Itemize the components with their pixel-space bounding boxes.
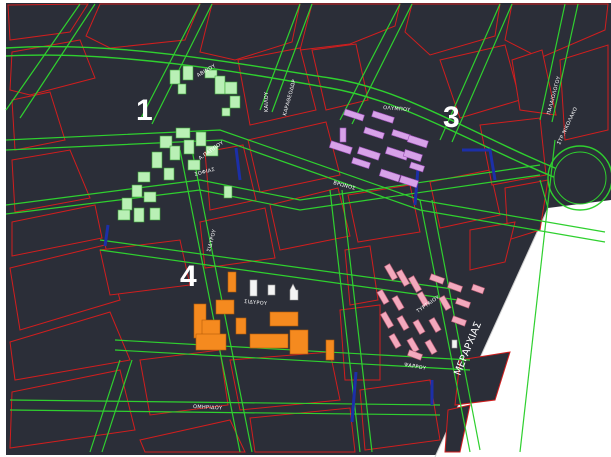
street-label-sidirou: ΣΙΔΥΡΟΥ [206, 228, 218, 253]
street-labels: ΑΒΙΝΟΥ ΚΑΙΛΟΥ ΚΑΡΑΘΕΟΔΩΡ Α.ΠΑΠΠΟΥ ΣΟΦΙΑΣ… [193, 63, 579, 412]
street-label-sidyrou: ΣΙΔΥΡΟΥ [244, 299, 268, 307]
street-label-top-b: ΚΑΙΛΟΥ [264, 91, 270, 112]
zone1-buildings [117, 65, 241, 223]
zone2-buildings [376, 263, 486, 361]
zone3-buildings [328, 108, 429, 188]
zone4-buildings [193, 271, 335, 361]
street-label-psariou: ΨΑΡΡΟΥ [404, 362, 428, 372]
zone-number-1: 1 [136, 94, 153, 127]
zone-number-3: 3 [443, 101, 460, 134]
zone-numbers: 1 2 3 4 [136, 94, 530, 326]
street-label-olympou: ΟΛΥΜΠΟΥ [383, 105, 412, 113]
street-label-omiridou: ΟΜΗΡΙΔΟΥ [193, 404, 223, 412]
street-label-mid-b: ΒΡΩΝΟΣ [332, 180, 356, 192]
road-network [5, 3, 611, 453]
street-label-left-a: ΣΟΦΙΑΣ [194, 167, 216, 178]
zone-number-4: 4 [180, 260, 197, 293]
zone-number-2: 2 [513, 293, 530, 326]
